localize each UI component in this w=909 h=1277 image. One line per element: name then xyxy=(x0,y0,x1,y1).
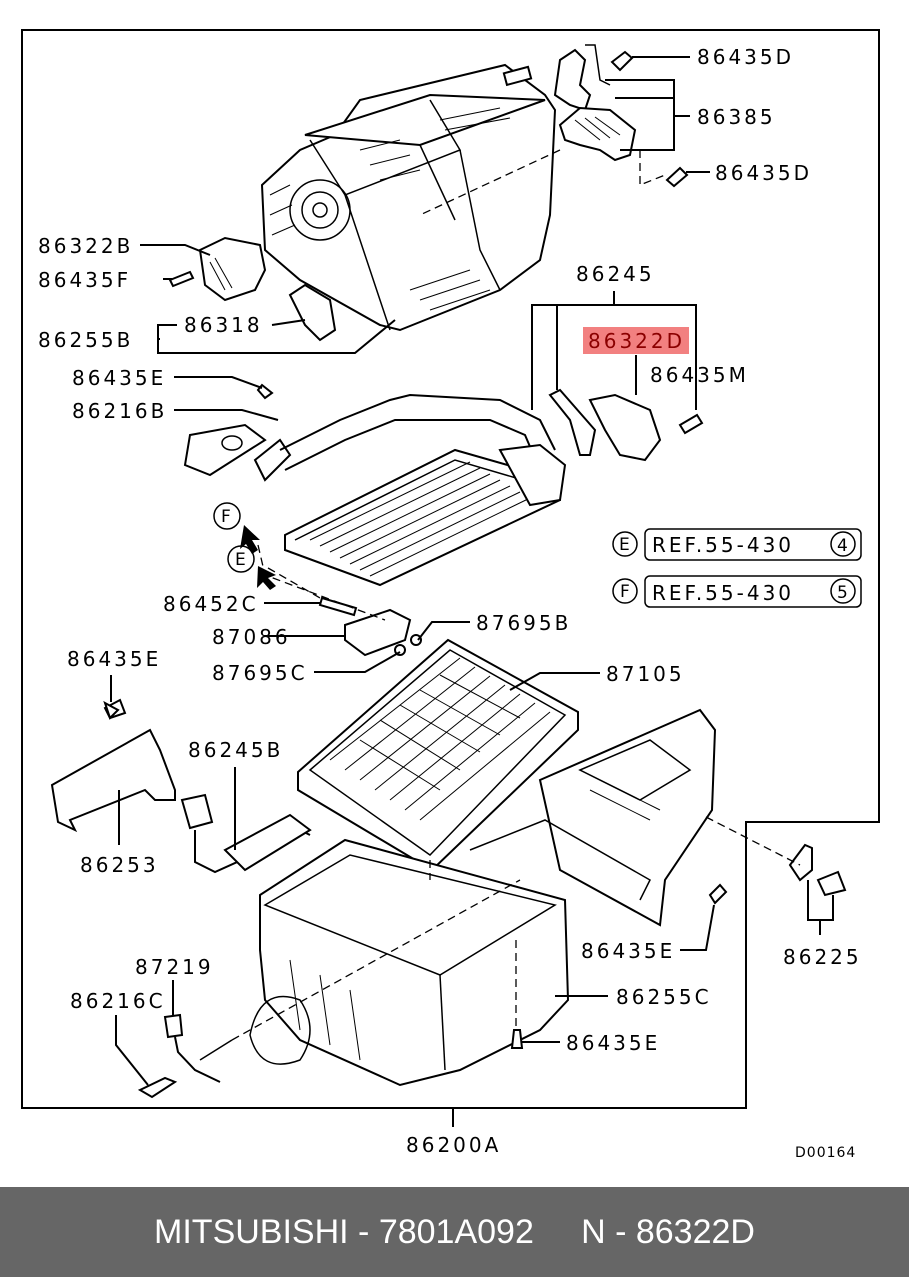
frame-border xyxy=(21,29,880,1109)
label-87086: 87086 xyxy=(212,625,291,649)
marker-f-circle xyxy=(213,502,241,530)
label-86435D-mid: 86435D xyxy=(715,161,812,185)
arrow-e-icon xyxy=(257,566,276,590)
ref-text-f: REF.55-430 xyxy=(652,581,794,605)
label-86253: 86253 xyxy=(80,853,159,877)
label-87695C: 87695C xyxy=(212,661,308,685)
label-86255C: 86255C xyxy=(616,985,712,1009)
ref-num-f: 5 xyxy=(837,583,849,603)
expansion-valve-illustration xyxy=(318,596,422,657)
footer-bar: MITSUBISHI - 7801A092 N - 86322D xyxy=(0,1187,909,1277)
label-86255B: 86255B xyxy=(38,328,133,352)
label-86385: 86385 xyxy=(697,105,776,129)
footer-part-info: MITSUBISHI - 7801A092 N - 86322D xyxy=(154,1212,755,1251)
lower-housing-illustration xyxy=(249,708,717,1087)
label-86245: 86245 xyxy=(576,262,655,286)
label-87105: 87105 xyxy=(606,662,685,686)
label-86435E-b: 86435E xyxy=(67,647,161,671)
harness-86245B-illustration xyxy=(180,793,312,874)
label-86216B: 86216B xyxy=(72,399,167,423)
label-86435M: 86435M xyxy=(650,363,749,387)
sensor-86318-illustration xyxy=(288,283,337,342)
marker-e: E xyxy=(235,550,247,570)
drawing-code: D00164 xyxy=(795,1145,856,1161)
label-86435D-top: 86435D xyxy=(697,45,794,69)
ref-text-e: REF.55-430 xyxy=(652,533,794,557)
assembly-line xyxy=(267,567,321,599)
label-86322D-highlighted: 86322D xyxy=(588,329,685,353)
label-86435F: 86435F xyxy=(38,268,131,292)
label-86225: 86225 xyxy=(783,945,862,969)
arrow-f-icon xyxy=(240,525,260,554)
label-86435E-c: 86435E xyxy=(581,939,675,963)
label-86435E-d: 86435E xyxy=(566,1031,660,1055)
label-86245B: 86245B xyxy=(188,738,283,762)
ref-num-e: 4 xyxy=(837,536,849,556)
door-lever-illustration xyxy=(553,44,637,162)
label-86200A: 86200A xyxy=(406,1133,501,1157)
ref-marker-e: E xyxy=(619,535,631,555)
label-86322B: 86322B xyxy=(38,234,133,258)
label-86318: 86318 xyxy=(184,313,263,337)
actuator-86322B-illustration xyxy=(168,236,267,302)
highlight-box xyxy=(583,327,689,354)
sensor-87219-illustration xyxy=(137,1013,233,1099)
ref-row-e[interactable]: E REF.55-430 4 xyxy=(612,528,862,561)
label-86216C: 86216C xyxy=(70,989,166,1013)
parts-diagram: F E 86435D 86385 86435D 86322B 86435F 86… xyxy=(21,29,880,1161)
label-86452C: 86452C xyxy=(163,592,259,616)
bracket-86225-illustration xyxy=(788,843,847,897)
heater-core-illustration xyxy=(183,388,662,587)
marker-e-circle xyxy=(227,545,255,573)
upper-housing-illustration xyxy=(260,63,557,332)
assembly-line xyxy=(639,150,666,186)
marker-f: F xyxy=(221,507,232,527)
label-86435E-a: 86435E xyxy=(72,366,166,390)
label-87695B: 87695B xyxy=(476,611,571,635)
evaporator-illustration xyxy=(297,638,579,872)
screw-icon xyxy=(610,50,689,188)
assembly-line xyxy=(231,879,521,1041)
assembly-line xyxy=(705,816,801,866)
bracket-86253-illustration xyxy=(50,698,176,833)
label-87219: 87219 xyxy=(135,955,214,979)
ref-row-f[interactable]: F REF.55-430 5 xyxy=(612,575,862,608)
ref-marker-f: F xyxy=(620,582,631,602)
